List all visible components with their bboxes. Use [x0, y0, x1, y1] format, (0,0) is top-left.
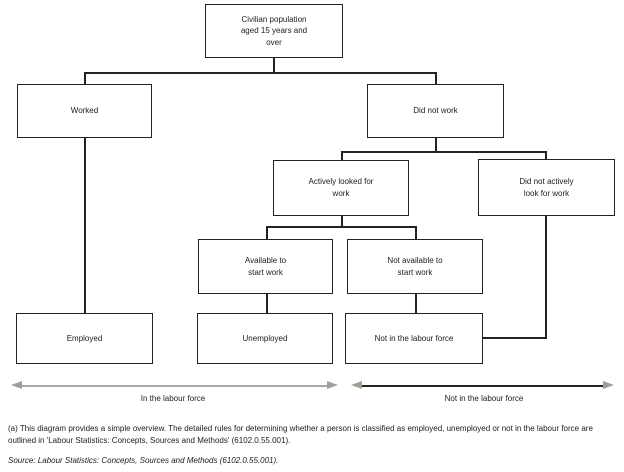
node-label: Civilian population aged 15 years and ov… — [240, 14, 308, 47]
connector-worked-to-employed — [84, 137, 86, 314]
not-in-labour-force-label: Not in the labour force — [444, 394, 524, 403]
node-label: Not in the labour force — [374, 333, 454, 343]
node-available-to-start-work: Available to start work — [198, 239, 333, 294]
node-label: Available to start work — [244, 255, 287, 277]
node-label: Did not actively look for work — [519, 176, 574, 198]
node-label: Did not work — [413, 106, 458, 116]
node-label: Unemployed — [242, 333, 288, 343]
arrowhead-right-icon — [603, 381, 614, 389]
connector-level3-branch — [266, 226, 417, 228]
node-did-not-work: Did not work — [367, 84, 504, 138]
arrowhead-right-icon — [327, 381, 338, 389]
in-labour-force-arrow — [20, 385, 329, 387]
connector-to-worked — [84, 72, 86, 85]
connector-actively-stem — [341, 215, 343, 227]
node-label: Not available to start work — [387, 255, 443, 277]
node-label: Worked — [70, 106, 99, 116]
connector-to-did-not-work — [435, 72, 437, 85]
node-not-available-to-start-work: Not available to start work — [347, 239, 483, 294]
connector-to-available — [266, 226, 268, 240]
node-did-not-actively-look: Did not actively look for work — [478, 159, 615, 216]
connector-into-nilf-side — [483, 337, 547, 339]
connector-to-did-not-actively — [545, 151, 547, 160]
in-labour-force-label: In the labour force — [140, 394, 206, 403]
footnote-text: (a) This diagram provides a simple overv… — [8, 424, 593, 445]
node-worked: Worked — [17, 84, 152, 138]
source-note: Source: Labour Statistics: Concepts, Sou… — [8, 456, 279, 465]
node-label: Employed — [66, 333, 103, 343]
connector-available-to-unemployed — [266, 293, 268, 314]
connector-did-not-actively-down — [545, 215, 547, 338]
connector-to-actively-looked — [341, 151, 343, 161]
arrowhead-left-icon — [351, 381, 362, 389]
connector-civilian-stem — [273, 57, 275, 73]
connector-level2-branch — [341, 151, 547, 153]
arrowhead-left-icon — [11, 381, 22, 389]
connector-level1-branch — [84, 72, 437, 74]
not-in-labour-force-arrow — [361, 385, 605, 387]
connector-did-not-work-stem — [435, 137, 437, 152]
node-label: Actively looked for work — [308, 177, 374, 198]
node-actively-looked-for-work: Actively looked for work — [273, 160, 409, 216]
node-not-in-labour-force: Not in the labour force — [345, 313, 483, 364]
connector-to-not-available — [415, 226, 417, 240]
connector-not-available-to-nilf — [415, 293, 417, 314]
node-employed: Employed — [16, 313, 153, 364]
node-civilian-population: Civilian population aged 15 years and ov… — [205, 4, 343, 58]
node-unemployed: Unemployed — [197, 313, 333, 364]
